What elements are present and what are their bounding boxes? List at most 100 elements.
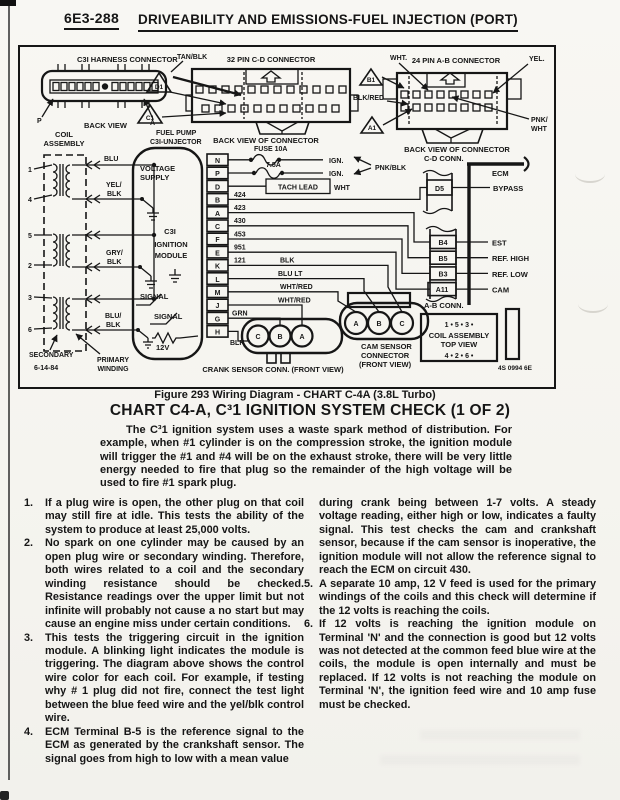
ecm-label: ECM [492,169,509,178]
wire-gry-blk-2: BLK [107,259,121,266]
module-name-2: IGNITION [154,240,187,249]
ign-label-2: IGN. [329,171,343,178]
ecm-pin-b5: B5 [439,256,448,263]
secondary-label: SECONDARY [29,352,74,359]
note-number: 5. [304,577,314,590]
triangle-c1: C1 [146,115,155,122]
coil-label-2: ASSEMBLY [44,139,85,148]
wire-yel-blk-2: BLK [107,191,121,198]
note-item-5: 5. A separate 10 amp, 12 V feed is used … [304,578,596,618]
fuse-10a-label: FUSE 10A [254,146,287,153]
terminal-l: L [215,277,220,284]
terminal-f: F [215,237,220,244]
topview-row-top: 1 • 5 • 3 • [445,322,474,329]
ab24-back-view: BACK VIEW OF CONNECTOR [404,145,510,154]
cam-sensor-label-1: CAM SENSOR [361,342,412,351]
drawing-number: 4S 0994 6E [498,365,533,372]
wire-blu-blk-1: BLU/ [105,313,121,320]
triangle-callouts-left: TAN/BLK D1 C1 FUEL PUMP C3I-UNJECTOR [136,54,242,146]
page-number: 6E3-288 [64,10,120,30]
triangle-d1: D1 [155,84,164,91]
fuse-75a-label: 7.5A [266,162,281,169]
terminal-n: N [215,158,220,165]
figure-caption: Figure 293 Wiring Diagram - CHART C-4A (… [154,389,436,401]
terminal-m: M [215,290,221,297]
notes-left-column: 1. If a plug wire is open, the other plu… [24,497,304,766]
note-item-3: 3. This tests the triggering circuit in … [24,632,304,726]
circuit-453: 453 [234,232,246,239]
circuit-121: 121 [234,258,246,265]
ecm-pin-a11: A11 [436,287,449,294]
module-name-3: MODULE [155,251,188,260]
crank-pin-c: C [255,334,260,341]
page-curl-mark [575,165,605,183]
ab24-title: 24 PIN A-B CONNECTOR [412,56,501,65]
bypass-label: BYPASS [493,184,523,193]
cam-pin-c: C [399,321,404,328]
terminal-d: D [215,184,220,191]
terminal-k: K [215,264,220,271]
note-number [304,497,319,578]
wiring-diagram: C3I HARNESS CONNECTOR P A BACK VIEW TAN/… [18,45,556,389]
coil-terminal-5: 5 [28,233,32,240]
ecm-pin-b3: B3 [439,272,448,279]
cd32-title: 32 PIN C-D CONNECTOR [227,55,316,64]
module-name-1: C3I [164,227,176,236]
fuel-pump-label-2: C3I-UNJECTOR [150,139,202,146]
note-item-4-continued: during crank being between 1-7 volts. A … [304,497,596,578]
terminal-wires: FUSE 10A IGN. 7.5A IGN. PNK/BLK TACH LEA… [228,146,430,347]
notes-right-column: during crank being between 1-7 volts. A … [304,497,596,712]
harness-pin-p: P [37,118,42,125]
note-item-1: 1. If a plug wire is open, the other plu… [24,497,304,537]
est-label: EST [492,239,507,248]
primary-label-1: PRIMARY [97,357,129,364]
note-text: ECM Terminal B-5 is the reference signal… [45,725,304,765]
wire-yel-blk-1: YEL/ [106,182,122,189]
chart-title: CHART C4-A, C³1 IGNITION SYSTEM CHECK (1… [109,402,511,419]
twelve-volt-label: 12V [156,343,169,352]
ecm-connectors: C-D CONN. D5 BYPASS ECM B4 EST B5 REF. H… [422,154,530,310]
fuel-pump-label-1: FUEL PUMP [156,130,197,137]
yel-label: YEL. [529,56,545,63]
connector-24-pin-ab: 24 PIN A-B CONNECTOR WHT. B1 BLK/RED A1 … [353,55,548,154]
bleed-through-text [380,755,580,765]
cam-pin-b: B [376,321,381,328]
circuit-430: 430 [234,218,246,225]
coil-terminal-2: 2 [28,263,32,270]
pnk-blk-label: PNK/BLK [375,165,406,172]
note-text: A separate 10 amp, 12 V feed is used for… [319,577,596,617]
wiring-diagram-svg: C3I HARNESS CONNECTOR P A BACK VIEW TAN/… [28,54,548,374]
circuit-423: 423 [234,205,246,212]
note-item-4: 4. ECM Terminal B-5 is the reference sig… [24,726,304,766]
scan-edge-line [8,0,10,780]
tach-wht-label: WHT [334,185,351,192]
circuit-424: 424 [234,192,246,199]
cd32-back-view: BACK VIEW OF CONNECTOR [213,136,319,145]
note-number: 1. [24,497,34,509]
ab-conn-label: A-B CONN. [424,301,464,310]
terminal-g: G [215,316,221,323]
pnk-wht-label-2: WHT [531,126,548,133]
diagram-date: 6-14-84 [34,365,58,372]
note-text: during crank being between 1-7 volts. A … [319,497,596,577]
note-text: No spark on one cylinder may be caused b… [45,537,304,631]
wire-blu-lt: BLU LT [278,271,303,278]
note-number: 2. [24,537,34,550]
coil-terminal-6: 6 [28,327,32,334]
wire-gry-blk-1: GRY/ [106,250,123,257]
coil-label-1: COIL [55,130,73,139]
ecm-pin-b4: B4 [439,240,448,247]
note-item-2: 2. No spark on one cylinder may be cause… [24,537,304,631]
coil-module-wires: BLU YEL/ BLK GRY/ BLK BLU/ BLK [72,156,157,335]
coil-terminal-1: 1 [28,167,32,174]
note-item-6: 6. If 12 volts is reaching the ignition … [304,618,596,712]
page-curl-mark [578,295,608,313]
note-text: If a plug wire is open, the other plug o… [45,497,304,536]
voltage-supply-2: SUPPLY [140,173,169,182]
wire-blu: BLU [104,156,118,163]
harness-title: C3I HARNESS CONNECTOR [77,55,178,64]
primary-label-2: WINDING [97,366,129,373]
wire-blk-k: BLK [280,258,294,265]
terminal-e: E [215,250,220,257]
cam-label: CAM [492,286,509,295]
